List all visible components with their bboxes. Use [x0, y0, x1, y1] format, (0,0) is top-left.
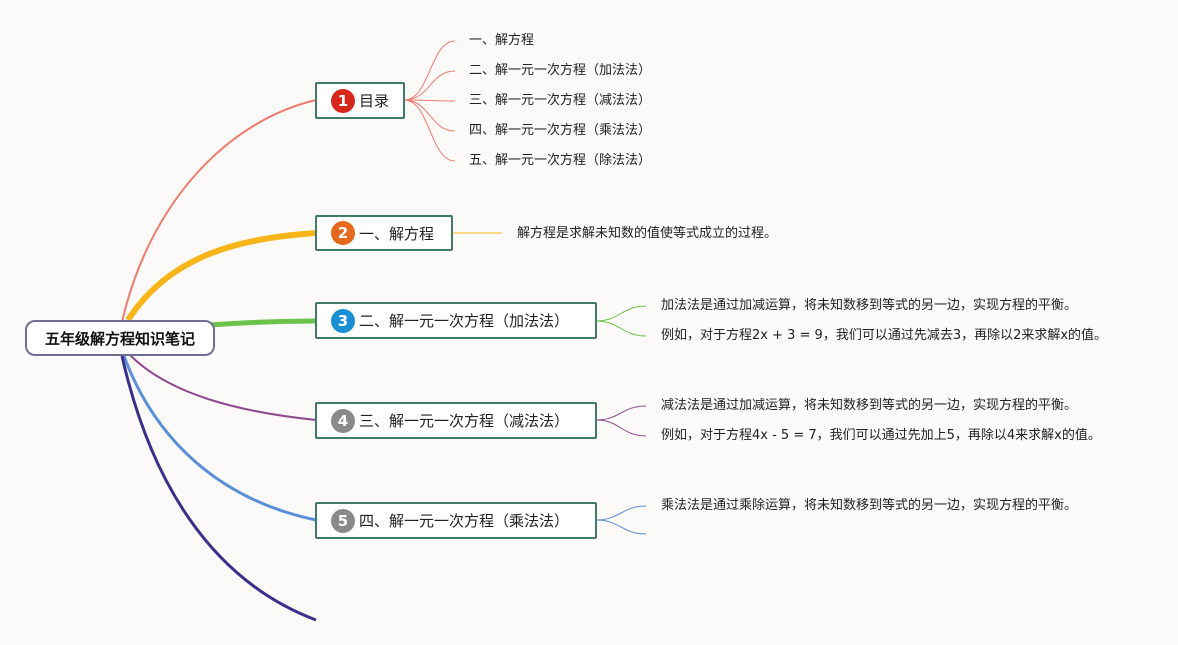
- branch-4-note-2[interactable]: 例如，对于方程4x - 5 = 7，我们可以通过先加上5，再除以4来求解x的值。: [661, 428, 1101, 443]
- connector-branch-2: [125, 230, 317, 322]
- toc-item-2[interactable]: 二、解一元一次方程（加法法）: [469, 63, 652, 78]
- connector-branch-5: [122, 355, 317, 522]
- branch-node-2[interactable]: 2 一、解方程: [315, 215, 453, 251]
- branch-3-note-1[interactable]: 加法法是通过加减运算，将未知数移到等式的另一边，实现方程的平衡。: [661, 298, 1078, 313]
- branch-3-note-2[interactable]: 例如，对于方程2x + 3 = 9，我们可以通过先减去3，再除以2来求解x的值。: [661, 328, 1108, 343]
- number-badge-3: 3: [331, 308, 355, 333]
- fan-branch-4: [595, 405, 647, 437]
- toc-item-1[interactable]: 一、解方程: [469, 33, 535, 48]
- branch-5-note-1[interactable]: 乘法法是通过乘除运算，将未知数移到等式的另一边，实现方程的平衡。: [661, 498, 1078, 513]
- root-node-label: 五年级解方程知识笔记: [44, 329, 195, 348]
- branch-label-5: 四、解一元一次方程（乘法法）: [359, 512, 570, 530]
- branch-label-2: 一、解方程: [359, 224, 435, 243]
- branch-node-1[interactable]: 1 目录: [315, 82, 405, 119]
- branch-2-note-1[interactable]: 解方程是求解未知数的值使等式成立的过程。: [517, 226, 778, 241]
- number-badge-1: 1: [331, 88, 355, 113]
- toc-item-5[interactable]: 五、解一元一次方程（除法法）: [469, 153, 652, 168]
- branch-label-3: 二、解一元一次方程（加法法）: [359, 312, 570, 330]
- branch-label-1: 目录: [359, 92, 390, 110]
- branch-label-4: 三、解一元一次方程（减法法）: [359, 412, 570, 430]
- toc-item-3[interactable]: 三、解一元一次方程（减法法）: [469, 93, 652, 108]
- branch-node-3[interactable]: 3 二、解一元一次方程（加法法）: [315, 302, 597, 339]
- fan-branch-1: [403, 40, 456, 162]
- connector-branch-3: [209, 318, 317, 328]
- fan-branch-5: [595, 505, 647, 535]
- branch-4-note-1[interactable]: 减法法是通过加减运算，将未知数移到等式的另一边，实现方程的平衡。: [661, 398, 1078, 413]
- number-badge-4: 4: [331, 408, 355, 433]
- connector-branch-1: [121, 99, 317, 323]
- connector-empty-branch: [120, 355, 317, 622]
- branch-node-5[interactable]: 5 四、解一元一次方程（乘法法）: [315, 502, 597, 539]
- toc-item-4[interactable]: 四、解一元一次方程（乘法法）: [469, 123, 652, 138]
- number-badge-5: 5: [331, 508, 355, 533]
- connector-branch-4: [129, 354, 317, 421]
- branch-node-4[interactable]: 4 三、解一元一次方程（减法法）: [315, 402, 597, 439]
- number-badge-2: 2: [331, 221, 355, 245]
- fan-branch-3: [595, 305, 647, 337]
- root-node[interactable]: 五年级解方程知识笔记: [25, 320, 215, 356]
